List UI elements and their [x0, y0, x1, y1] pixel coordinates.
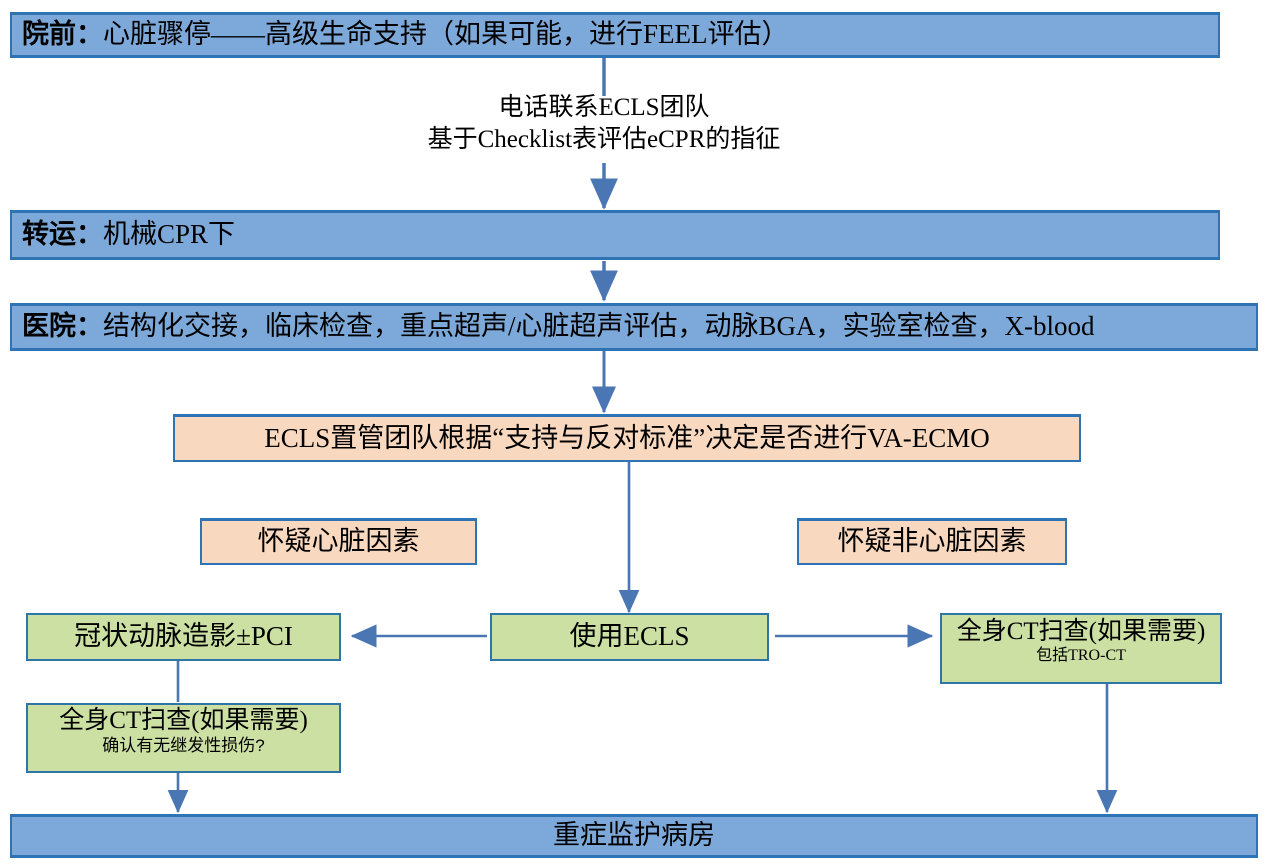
- node-ct-scan-right-subtext: 包括TRO-CT: [1036, 646, 1126, 664]
- node-use-ecls-text: 使用ECLS: [569, 621, 690, 652]
- node-coronary-angiography[interactable]: 冠状动脉造影±PCI: [26, 613, 341, 661]
- node-ct-scan-left-text: 全身CT扫查(如果需要): [59, 707, 308, 734]
- node-suspect-noncardiac-text: 怀疑非心脏因素: [837, 526, 1027, 557]
- node-ct-scan-left[interactable]: 全身CT扫查(如果需要) 确认有无继发性损伤?: [26, 703, 341, 773]
- node-hospital[interactable]: 医院：结构化交接，临床检查，重点超声/心脏超声评估，动脉BGA，实验室检查，X-…: [10, 303, 1258, 351]
- node-ct-scan-right-text: 全身CT扫查(如果需要): [956, 618, 1206, 645]
- edge-label-call-ecls-line2: 基于Checklist表评估eCPR的指征: [427, 126, 781, 153]
- edge-label-call-ecls: 电话联系ECLS团队 基于Checklist表评估eCPR的指征: [354, 92, 854, 156]
- node-decision-text: ECLS置管团队根据“支持与反对标准”决定是否进行VA-ECMO: [264, 422, 990, 453]
- node-prehospital-text: 心脏骤停——高级生命支持（如果可能，进行FEEL评估）: [103, 19, 789, 50]
- node-prehospital-lead: 院前：: [22, 19, 103, 50]
- node-suspect-noncardiac[interactable]: 怀疑非心脏因素: [797, 518, 1067, 565]
- node-transport[interactable]: 转运：机械CPR下: [10, 210, 1220, 260]
- node-coronary-text: 冠状动脉造影±PCI: [74, 621, 293, 652]
- node-suspect-cardiac[interactable]: 怀疑心脏因素: [200, 518, 477, 565]
- node-decision-va-ecmo[interactable]: ECLS置管团队根据“支持与反对标准”决定是否进行VA-ECMO: [173, 414, 1081, 462]
- node-ct-scan-left-subtext: 确认有无继发性损伤?: [102, 735, 265, 755]
- node-ct-scan-right[interactable]: 全身CT扫查(如果需要) 包括TRO-CT: [940, 613, 1222, 684]
- node-suspect-cardiac-text: 怀疑心脏因素: [257, 526, 420, 557]
- node-transport-lead: 转运：: [22, 219, 103, 250]
- node-transport-text: 机械CPR下: [103, 219, 236, 250]
- node-prehospital[interactable]: 院前：心脏骤停——高级生命支持（如果可能，进行FEEL评估）: [10, 12, 1220, 58]
- node-icu[interactable]: 重症监护病房: [10, 814, 1258, 858]
- node-hospital-text: 结构化交接，临床检查，重点超声/心脏超声评估，动脉BGA，实验室检查，X-blo…: [103, 311, 1095, 342]
- edge-label-call-ecls-line1: 电话联系ECLS团队: [498, 94, 710, 121]
- node-icu-text: 重症监护病房: [553, 820, 715, 851]
- node-use-ecls[interactable]: 使用ECLS: [490, 613, 769, 661]
- node-hospital-lead: 医院：: [22, 311, 103, 342]
